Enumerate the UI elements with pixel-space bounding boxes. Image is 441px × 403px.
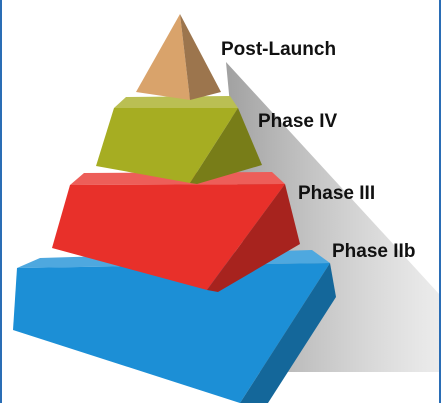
- tier-phase-iii-front: [52, 184, 285, 290]
- tier-phase-iv: [96, 96, 262, 184]
- tier-post-launch-front: [136, 14, 190, 100]
- tier-post-launch-side: [180, 14, 221, 100]
- tier-phase-iv-top: [114, 96, 238, 108]
- label-phase-iv: Phase IV: [258, 111, 338, 132]
- tier-phase-iv-front: [96, 108, 238, 183]
- tier-phase-iib-side: [240, 263, 336, 403]
- label-phase-iii: Phase III: [298, 183, 375, 204]
- tier-phase-iv-side: [190, 108, 262, 184]
- label-post-launch: Post-Launch: [221, 39, 336, 60]
- tier-phase-iii-side: [207, 184, 300, 292]
- tier-post-launch: [136, 14, 221, 100]
- tier-phase-iib-front: [13, 263, 330, 403]
- label-phase-iib: Phase IIb: [332, 241, 415, 262]
